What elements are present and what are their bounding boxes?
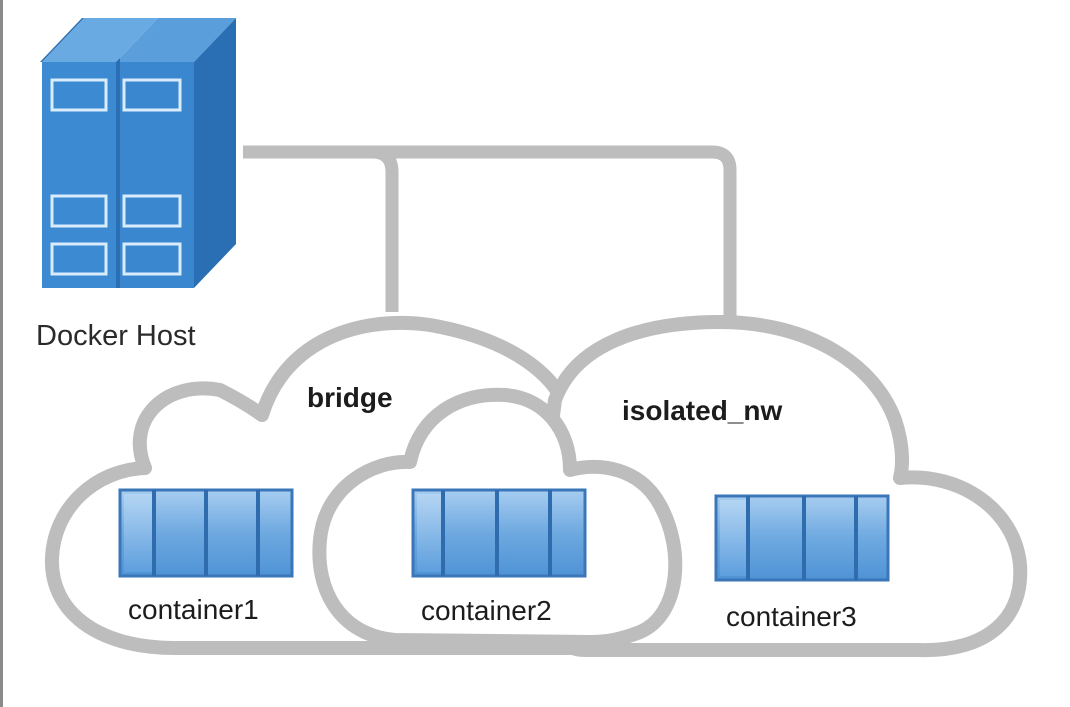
host-connection-lines: [243, 145, 737, 318]
bridge-drop-line: [371, 145, 399, 312]
container2-icon: [411, 488, 587, 578]
left-border: [0, 0, 3, 707]
container2-label: container2: [421, 595, 552, 626]
docker-host-label: Docker Host: [36, 320, 196, 352]
container1-label: container1: [128, 594, 259, 625]
bridge-network-label: bridge: [307, 382, 393, 413]
container3-icon: [714, 494, 890, 582]
container1-icon: [118, 488, 294, 578]
container3-label: container3: [726, 601, 857, 632]
server-rack-icon: [40, 18, 236, 288]
host-trunk-line: [243, 145, 737, 318]
isolated-network-label: isolated_nw: [622, 395, 782, 426]
